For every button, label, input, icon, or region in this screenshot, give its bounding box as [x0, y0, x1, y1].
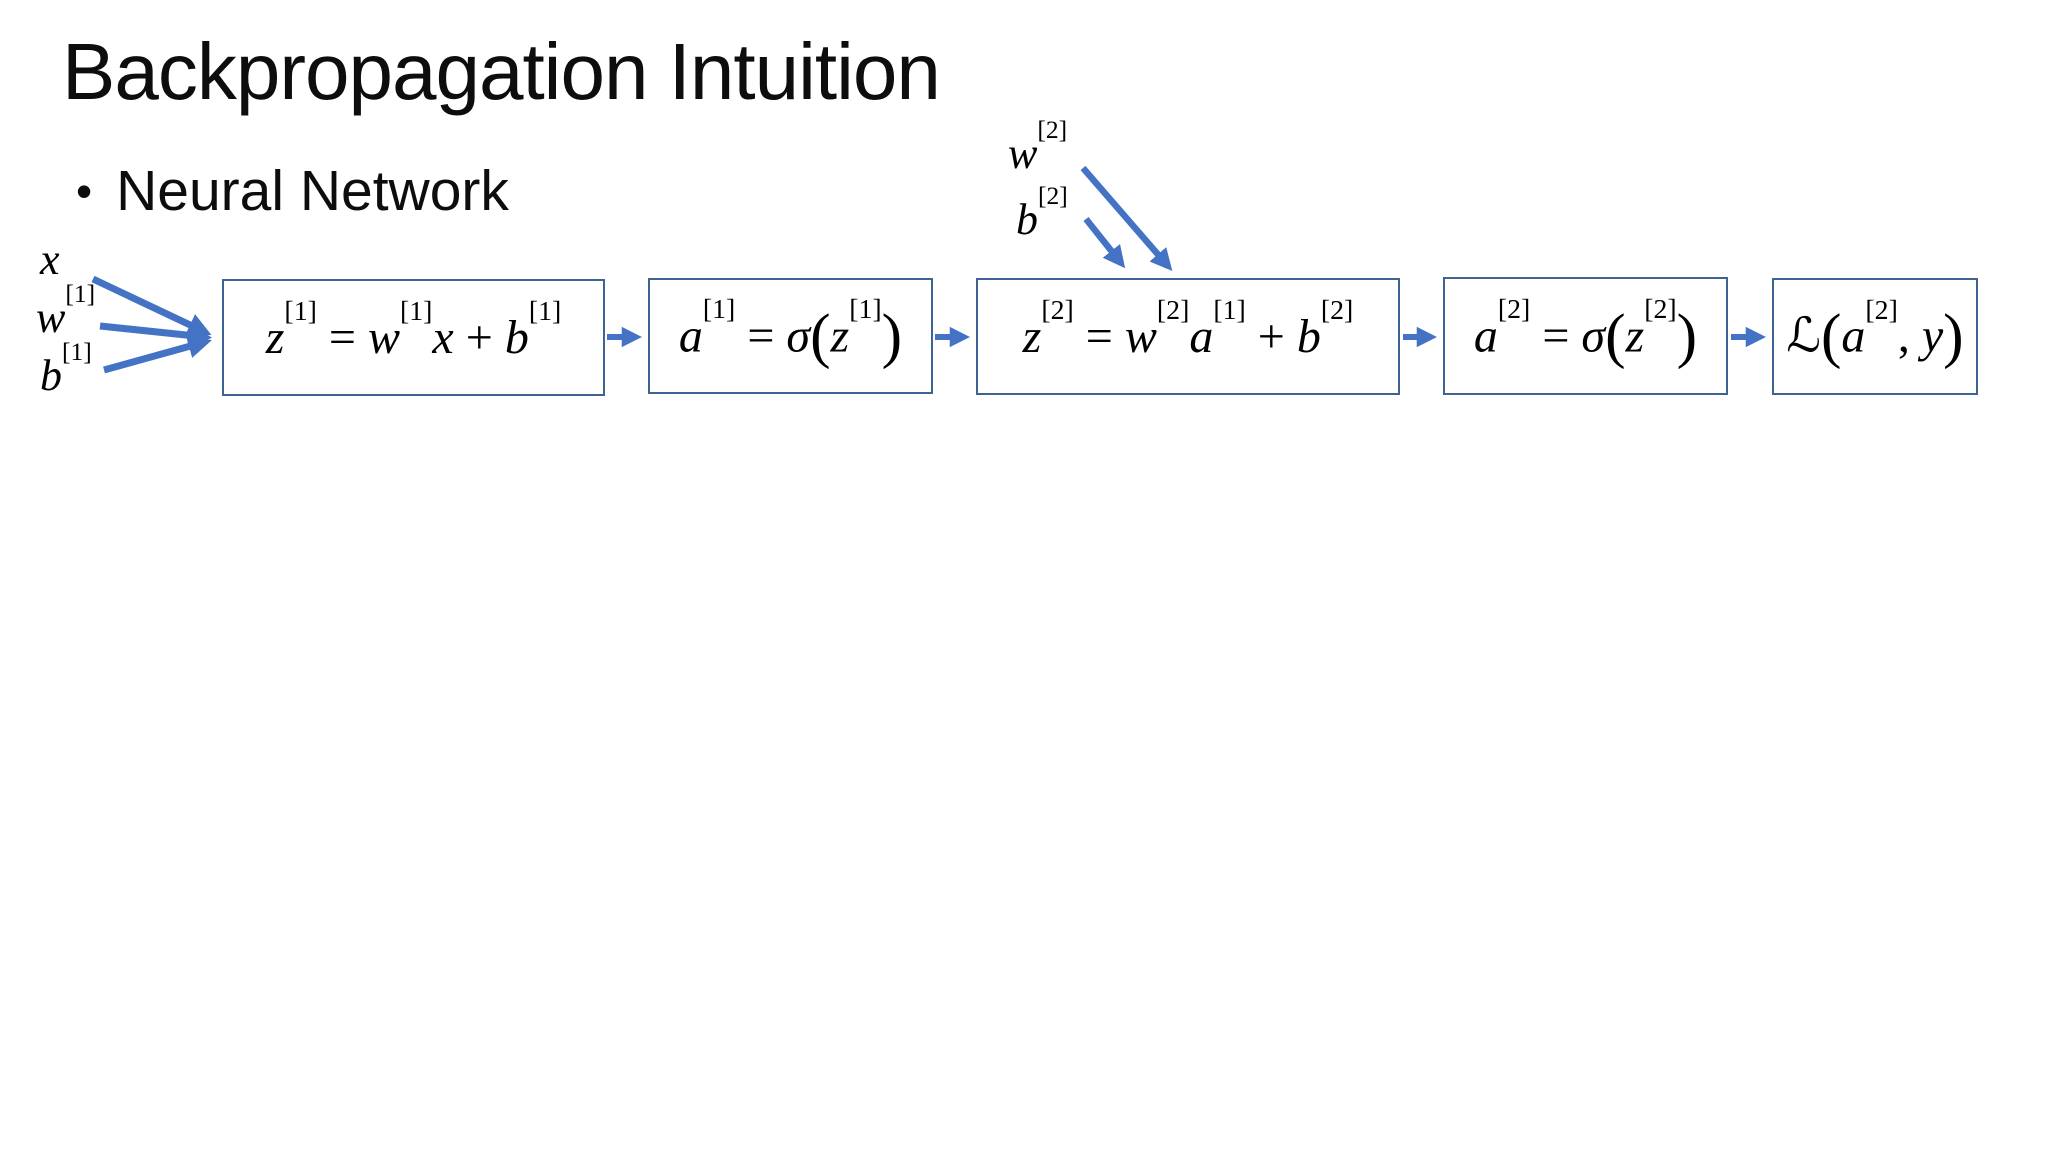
bullet-item: • Neural Network [76, 158, 509, 224]
diagram-box-loss: ℒ(a[2], y) [1772, 278, 1978, 395]
label-b2: b[2] [1016, 180, 1068, 244]
diagram-box-z2: z[2] = w[2]a[1] + b[2] [976, 278, 1400, 395]
equation-a2: a[2] = σ(z[2]) [1473, 294, 1698, 370]
label-w2: w[2] [1008, 114, 1068, 178]
label-w1: w[1] [36, 278, 96, 342]
diagram-box-a2: a[2] = σ(z[2]) [1443, 277, 1728, 395]
bullet-text: Neural Network [116, 159, 509, 223]
arrow-b2-to-z2 [1083, 216, 1126, 269]
arrow-w1-to-z1 [99, 322, 213, 348]
equation-z1: z[1] = w[1]x + b[1] [265, 295, 562, 364]
label-x: x [40, 235, 60, 284]
slide-title: Backpropagation Intuition [62, 27, 941, 116]
equation-loss: ℒ(a[2], y) [1786, 294, 1964, 370]
bullet-marker: • [76, 165, 93, 217]
diagram-box-z1: z[1] = w[1]x + b[1] [222, 279, 605, 396]
arrow-w2-to-z2 [1080, 165, 1173, 272]
equation-a1: a[1] = σ(z[1]) [678, 294, 903, 370]
arrow-b1-to-z1 [103, 334, 212, 374]
equation-z2: z[2] = w[2]a[1] + b[2] [1022, 294, 1354, 363]
diagram-box-a1: a[1] = σ(z[1]) [648, 278, 933, 394]
label-b1: b[1] [40, 336, 92, 400]
arrow-x-to-z1 [91, 275, 212, 336]
